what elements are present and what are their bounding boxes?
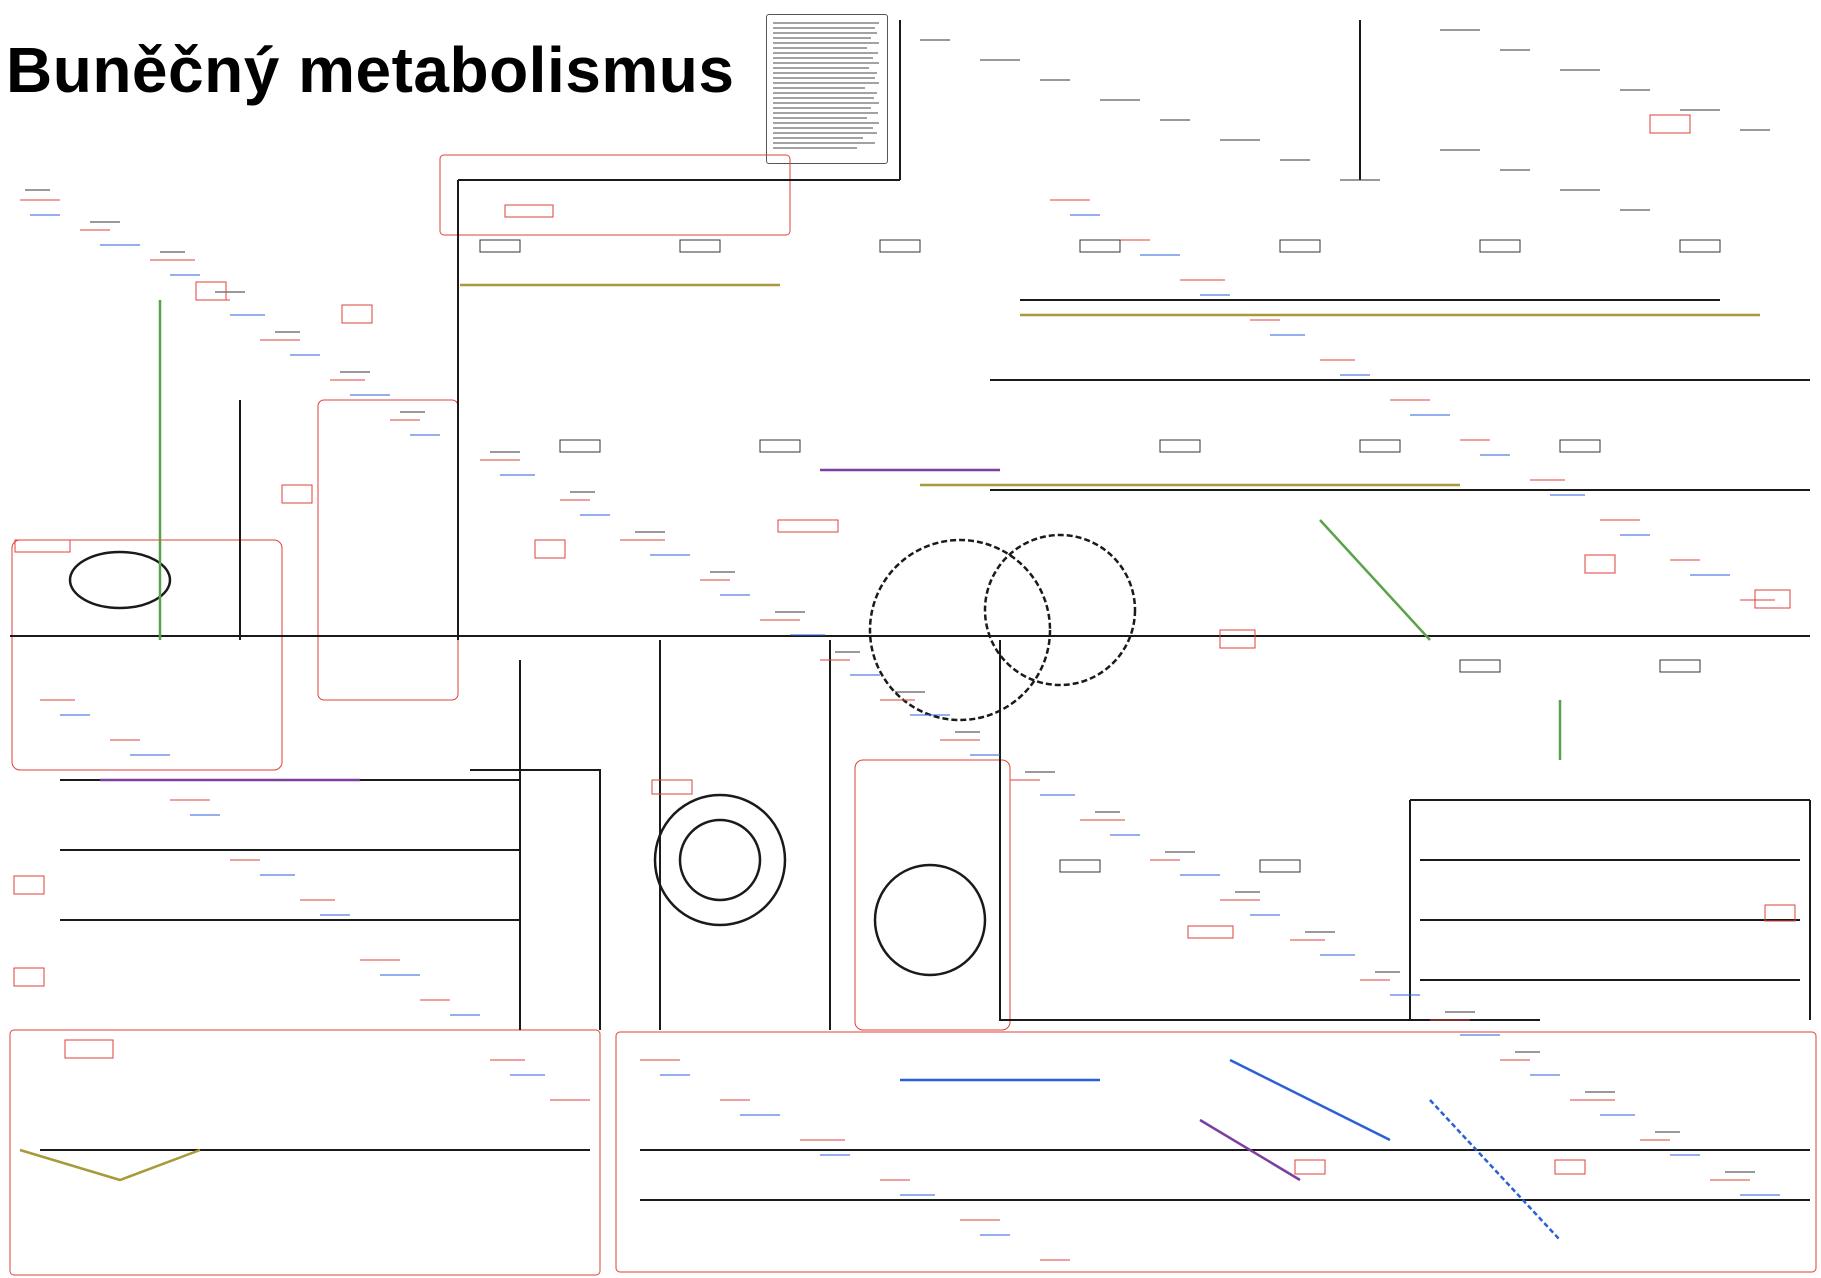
colored-pathways: [20, 285, 1760, 1240]
enzyme-label-texture: [20, 30, 1780, 1260]
pathway-label-boxes: [14, 115, 1795, 1174]
compound-boxes: [480, 240, 1720, 872]
main-pathways: [10, 20, 1810, 1200]
